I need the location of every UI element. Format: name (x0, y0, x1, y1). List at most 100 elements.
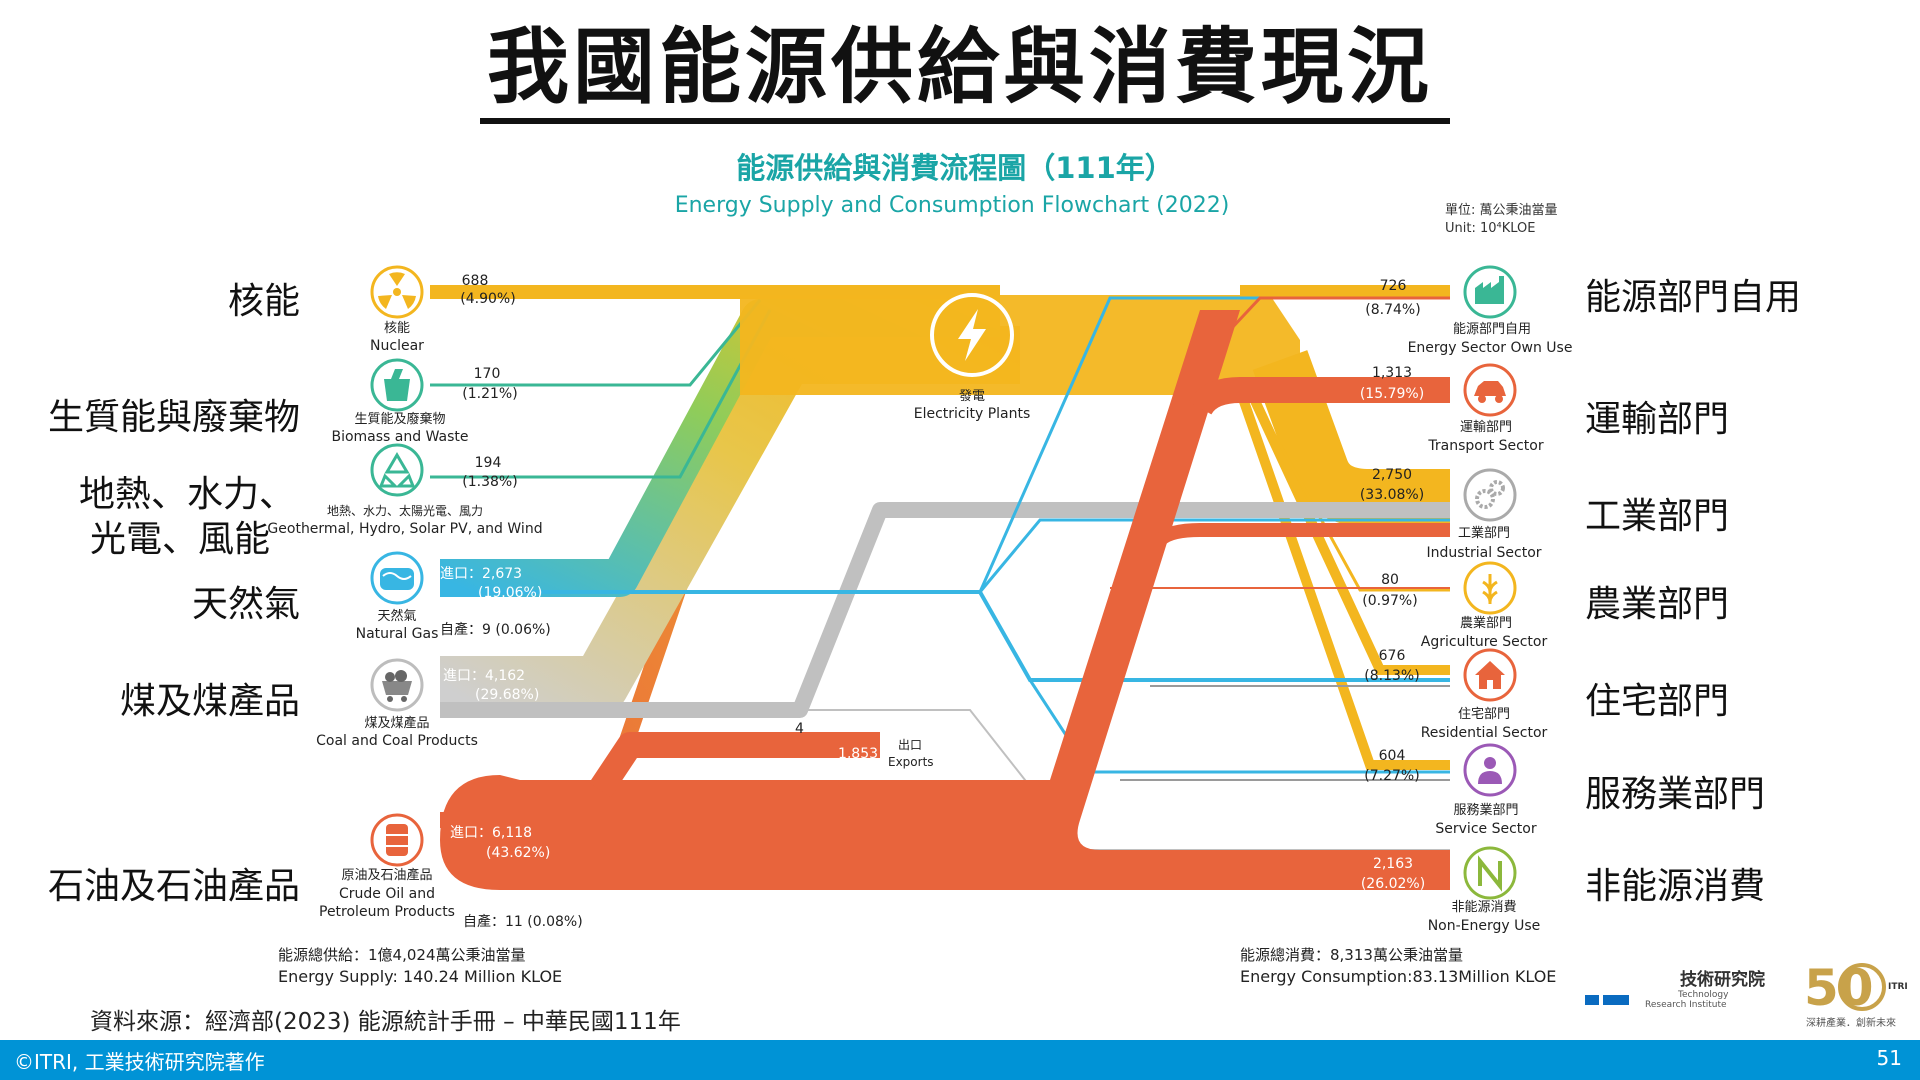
sector-own-zh: 能源部門自用 (1453, 322, 1531, 337)
sector-nonenergy-pct: (26.02%) (1361, 876, 1425, 892)
sector-agri-value: 80 (1381, 572, 1399, 588)
sector-service-pct: (7.27%) (1364, 768, 1419, 784)
flowchart-title-en: Energy Supply and Consumption Flowchart … (675, 193, 1230, 218)
gas-icon (370, 551, 424, 605)
flow-plant-band (740, 295, 1300, 395)
source-oil-en: Crude Oil and (339, 886, 435, 902)
unit-en: Unit: 10⁴KLOE (1445, 221, 1535, 236)
sector-residential-value: 676 (1379, 648, 1406, 664)
unit-zh: 單位: 萬公秉油當量 (1445, 202, 1558, 218)
supply-total-en: Energy Supply: 140.24 Million KLOE (278, 967, 562, 986)
source-coal-en: Coal and Coal Products (316, 733, 478, 749)
source-note: 資料來源：經濟部(2023) 能源統計手冊 – 中華民國111年 (90, 1009, 681, 1035)
sector-nonenergy-en: Non-Energy Use (1428, 918, 1541, 934)
right-label-residential: 住宅部門 (1585, 681, 1730, 722)
exports-zh: 出口 (898, 738, 922, 752)
sector-agri-en: Agriculture Sector (1421, 634, 1548, 650)
sector-service-zh: 服務業部門 (1453, 802, 1518, 818)
recycle-bag-icon (370, 358, 424, 412)
anniversary-slogan: 深耕產業．創新未來 (1806, 1018, 1896, 1029)
sector-industrial-pct: (33.08%) (1360, 487, 1424, 503)
coal-cart-icon (370, 658, 424, 712)
right-label-agriculture: 農業部門 (1585, 584, 1730, 625)
footer-copyright: ©ITRI, 工業技術研究院著作 (14, 1050, 265, 1074)
right-label-transport: 運輸部門 (1585, 399, 1730, 440)
source-biomass-en: Biomass and Waste (331, 429, 468, 445)
sector-agri-pct: (0.97%) (1362, 593, 1417, 609)
itri-en-line1: Technology (1678, 990, 1729, 1000)
footer-bar: ©ITRI, 工業技術研究院著作 51 (0, 1040, 1920, 1080)
sector-residential-en: Residential Sector (1421, 725, 1548, 741)
non-energy-icon (1463, 846, 1517, 900)
source-coal-zh: 煤及煤產品 (364, 715, 429, 731)
sector-transport-pct: (15.79%) (1360, 386, 1424, 402)
sector-industrial-zh: 工業部門 (1458, 525, 1510, 541)
sector-nonenergy-zh: 非能源消費 (1451, 900, 1516, 915)
flow-plant-to-agri (1248, 389, 1450, 592)
page-number: 51 (1876, 1046, 1902, 1070)
flow-oil-to-exports (589, 732, 880, 798)
right-label-own: 能源部門自用 (1585, 277, 1802, 318)
source-gas-import: 進口：2,673 (440, 566, 522, 582)
sector-transport-value: 1,313 (1372, 365, 1412, 381)
anniversary-mark: ITRI (1888, 982, 1908, 992)
source-renew-pct: (1.38%) (462, 474, 517, 490)
flow-plant-to-residential (1245, 387, 1450, 675)
source-oil-import: 進口：6,118 (450, 825, 532, 841)
flow-oil-band (440, 310, 1450, 890)
energy-flowchart: 能源供給與消費流程圖（111年） Energy Supply and Consu… (267, 151, 1572, 986)
left-label-coal: 煤及煤產品 (119, 681, 300, 722)
left-label-biomass: 生質能與廢棄物 (47, 397, 300, 438)
left-label-oil: 石油及石油產品 (47, 866, 300, 907)
flow-gas-to-industrial (978, 518, 1450, 593)
source-gas-import-pct: (19.06%) (478, 585, 542, 601)
source-oil-import-pct: (43.62%) (486, 845, 550, 861)
sector-industrial-value: 2,750 (1372, 467, 1412, 483)
sector-residential-zh: 住宅部門 (1458, 707, 1510, 722)
right-label-industrial: 工業部門 (1585, 496, 1730, 537)
source-nuclear-zh: 核能 (384, 321, 410, 336)
source-renew-value: 194 (475, 455, 502, 471)
anniversary-logo: 50 ITRI (1804, 959, 1908, 1017)
sector-transport-zh: 運輸部門 (1460, 420, 1512, 435)
itri-en-line2: Research Institute (1645, 1000, 1727, 1010)
sector-own-value: 726 (1380, 278, 1407, 294)
source-gas-en: Natural Gas (356, 626, 439, 642)
sector-industrial-en: Industrial Sector (1426, 545, 1541, 561)
source-gas-zh: 天然氣 (377, 608, 416, 624)
itri-english-name: Technology Research Institute (1645, 990, 1728, 1010)
left-label-renew-2: 光電、風能 (89, 519, 270, 560)
title-underline (480, 118, 1450, 124)
consumption-total-zh: 能源總消費：8,313萬公秉油當量 (1240, 946, 1463, 964)
gears-icon (1463, 468, 1517, 522)
source-oil-en2: Petroleum Products (319, 904, 455, 920)
source-renew-en: Geothermal, Hydro, Solar PV, and Wind (267, 521, 542, 537)
flowchart-title-zh: 能源供給與消費流程圖（111年） (736, 151, 1174, 185)
source-nuclear-en: Nuclear (370, 338, 424, 354)
source-coal-import-pct: (29.68%) (475, 687, 539, 703)
lightning-icon (930, 293, 1014, 377)
sector-service-value: 604 (1379, 748, 1406, 764)
factory-icon (1463, 265, 1517, 319)
source-coal-import: 進口：4,162 (443, 668, 525, 684)
wheat-icon (1463, 561, 1517, 615)
supply-total-zh: 能源總供給：1億4,024萬公秉油當量 (278, 946, 526, 964)
source-gas-domestic: 自產：9 (0.06%) (440, 621, 551, 638)
oil-barrel-icon (370, 813, 424, 867)
exports-en: Exports (888, 755, 934, 769)
sector-residential-pct: (8.13%) (1364, 668, 1419, 684)
sector-agri-zh: 農業部門 (1460, 615, 1512, 631)
left-label-renew-1: 地熱、水力、 (78, 474, 295, 515)
itri-name: 技術研究院 (1680, 970, 1765, 990)
flow-oil-to-transport (1188, 377, 1450, 416)
source-biomass-pct: (1.21%) (462, 386, 517, 402)
house-icon (1463, 648, 1517, 702)
car-icon (1463, 363, 1517, 417)
plant-en: Electricity Plants (914, 406, 1031, 422)
radiation-icon (370, 265, 424, 319)
flow-oil-to-own (1228, 296, 1450, 332)
page-title: 我國能源供給與消費現況 (486, 20, 1433, 115)
sector-service-en: Service Sector (1435, 821, 1536, 837)
sector-nonenergy-value: 2,163 (1373, 856, 1413, 872)
source-nuclear-pct: (4.90%) (460, 291, 515, 307)
